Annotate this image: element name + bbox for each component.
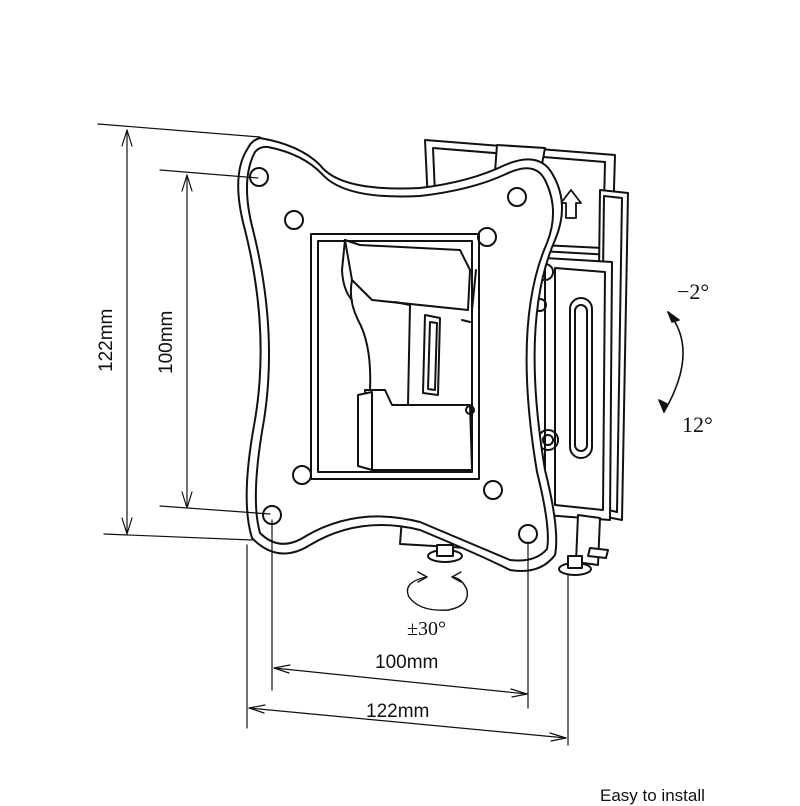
tilt-rotation-arrow xyxy=(658,311,684,413)
dimension-inner-height xyxy=(159,169,271,515)
dimension-inner-width xyxy=(271,519,529,709)
swivel-rotation-arrow xyxy=(406,571,469,611)
footer-caption: Easy to install xyxy=(600,786,705,805)
vesa-plate xyxy=(237,137,564,572)
dimension-outer-width xyxy=(246,544,569,746)
tilt-bracket xyxy=(533,257,613,521)
swivel-label: ±30° xyxy=(407,618,446,640)
inner-width-label: 100mm xyxy=(375,652,439,673)
outer-height-label: 122mm xyxy=(96,308,117,372)
center-cutout xyxy=(310,233,480,480)
inner-height-label: 100mm xyxy=(156,310,177,374)
dimension-outer-height xyxy=(97,123,261,541)
outer-width-label: 122mm xyxy=(366,701,430,722)
tilt-down-label: 12° xyxy=(682,412,713,437)
tilt-slot xyxy=(569,297,593,459)
tilt-up-label: −2° xyxy=(677,279,710,304)
swivel-arm xyxy=(341,239,477,471)
